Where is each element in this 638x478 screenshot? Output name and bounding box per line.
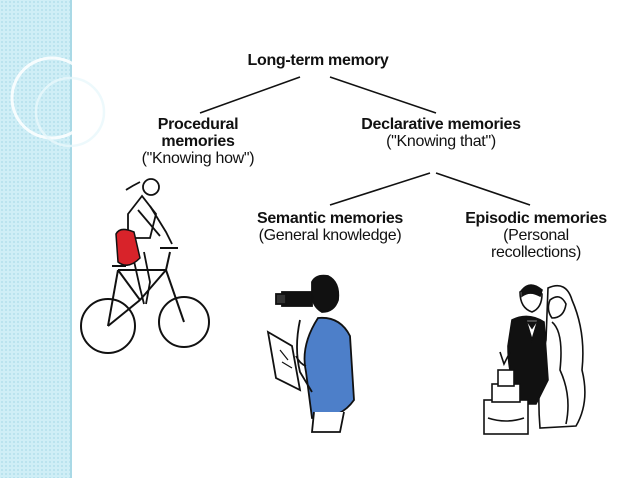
connector-declarative-episodic	[435, 172, 531, 206]
node-subtitle: ("Knowing that")	[386, 133, 496, 150]
decorative-circles	[10, 56, 106, 148]
node-title: Episodic memories	[465, 210, 607, 227]
node-title: Long-term memory	[247, 52, 389, 69]
node-title-line2: memories	[161, 133, 235, 150]
node-subtitle: (General knowledge)	[258, 227, 402, 244]
node-declarative-memories: Declarative memories ("Knowing that")	[350, 116, 532, 150]
node-long-term-memory: Long-term memory	[228, 52, 408, 69]
node-title: Semantic memories	[256, 210, 404, 227]
connector-root-procedural	[199, 76, 301, 114]
node-episodic-memories: Episodic memories (Personal recollection…	[462, 210, 610, 261]
node-subtitle-line1: (Personal	[503, 227, 569, 244]
connector-declarative-semantic	[329, 172, 431, 206]
node-procedural-memories: Procedural memories ("Knowing how")	[128, 116, 268, 167]
node-subtitle-line2: recollections)	[490, 244, 582, 261]
node-title-line1: Procedural	[157, 116, 239, 133]
node-subtitle: ("Knowing how")	[141, 150, 255, 167]
node-title: Declarative memories	[361, 116, 521, 133]
connector-root-declarative	[329, 76, 437, 114]
node-semantic-memories: Semantic memories (General knowledge)	[248, 210, 412, 244]
